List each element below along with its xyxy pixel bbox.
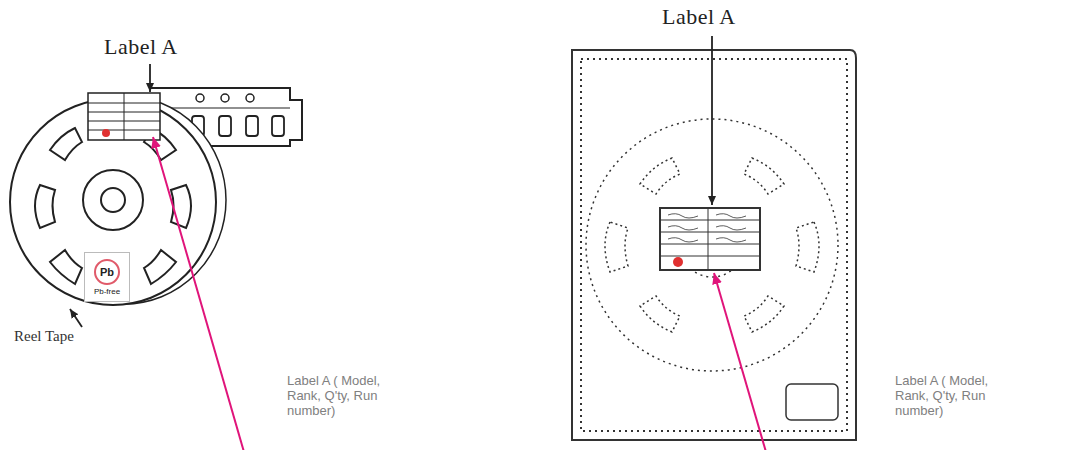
reel-drawing	[10, 88, 302, 305]
label-title: Label A	[104, 34, 214, 60]
leader-line	[153, 137, 244, 450]
label-title: Label A	[662, 4, 772, 30]
leader-line	[714, 273, 766, 450]
pointer-arrow	[149, 64, 151, 92]
callout-note: Label A ( Model, Rank, Q'ty, Run number)	[895, 373, 1013, 418]
symbol-text: Pb	[94, 259, 120, 285]
part-name: Reel Tape	[14, 328, 104, 345]
callout-note: Label A ( Model, Rank, Q'ty, Run number)	[287, 373, 405, 418]
bag-drawing	[572, 50, 856, 440]
pointer-arrow	[70, 309, 82, 327]
pointer-arrow	[711, 36, 713, 205]
pb-free-mark: PbPb-free	[84, 252, 130, 302]
mark-caption: Pb-free	[94, 287, 120, 296]
